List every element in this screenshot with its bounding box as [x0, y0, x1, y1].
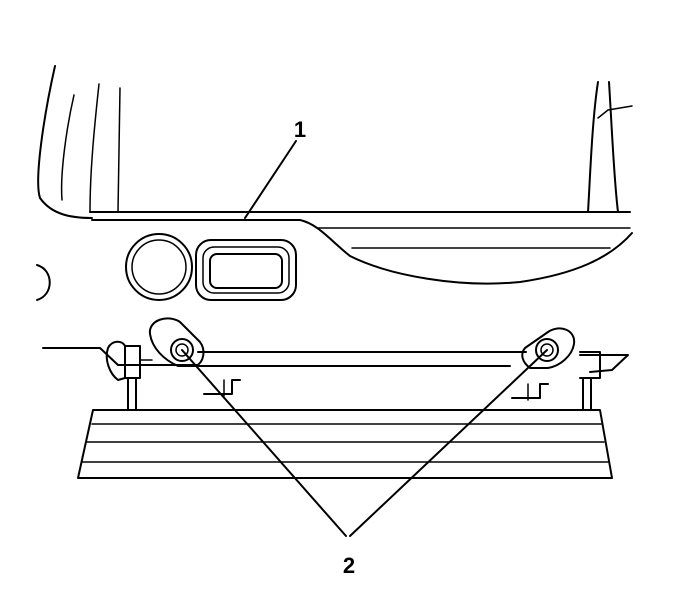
leader-line-2a — [181, 349, 347, 537]
round-lamp — [125, 233, 193, 301]
callout-label-1: 1 — [294, 117, 306, 142]
leader-line-1 — [244, 140, 297, 219]
mounting-bolt-right — [521, 327, 576, 369]
leader-line-2b — [349, 349, 548, 537]
vehicle-body — [36, 65, 633, 301]
leader-lines — [181, 140, 548, 537]
callout-label-2: 2 — [343, 553, 355, 578]
mounting-bolt-left — [148, 317, 205, 367]
bumper-assembly — [42, 340, 629, 479]
rectangular-lamp — [195, 239, 297, 301]
